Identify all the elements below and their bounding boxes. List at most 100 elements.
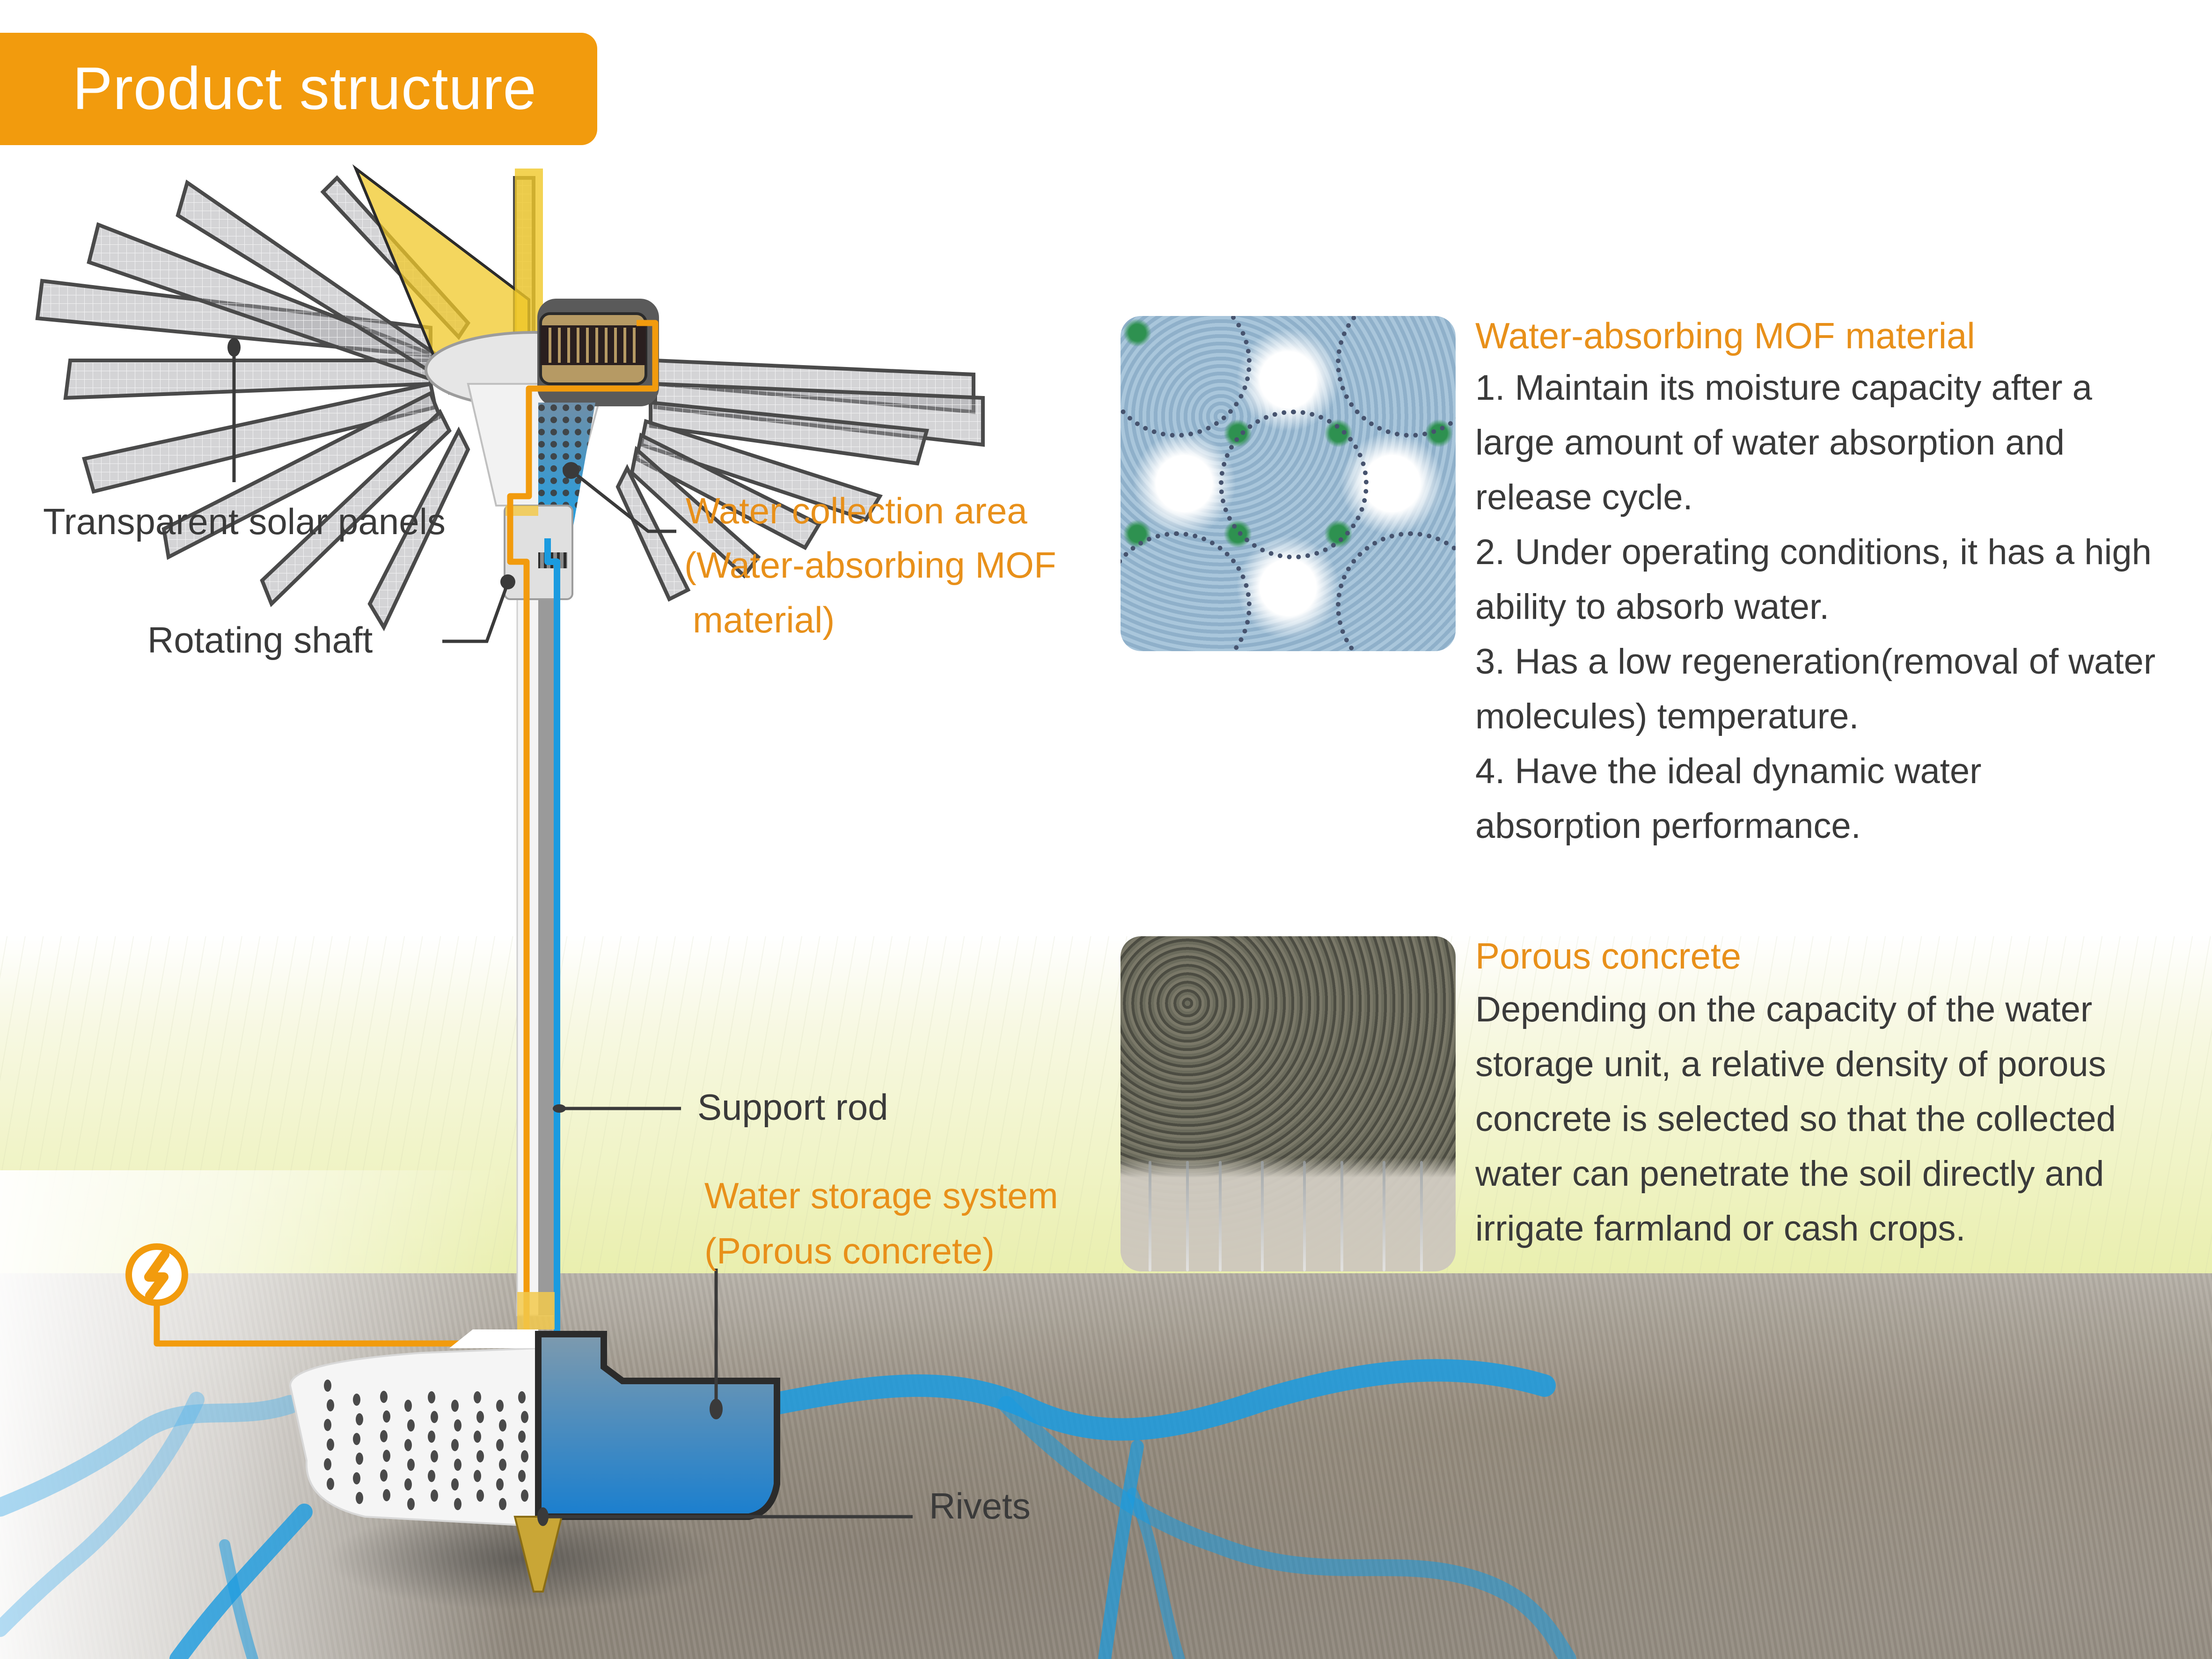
mof-line: 4. Have the ideal dynamic water [1475,751,1982,791]
perforation-hole [476,1450,484,1462]
lightning-bolt-circle-icon [125,1243,188,1306]
perforation-hole [327,1478,334,1490]
perforation-hole [451,1478,459,1490]
perforation-hole [518,1470,526,1482]
perforation-hole [496,1478,504,1490]
concrete-line: concrete is selected so that the collect… [1475,1099,2116,1139]
perforation-hole [499,1419,506,1431]
concrete-description: Depending on the capacity of the water s… [1475,982,2205,1256]
mof-ring [1336,531,1456,651]
label-rotating-shaft: Rotating shaft [147,619,373,661]
perforation-hole [474,1391,481,1403]
shaft-ground-band [517,1292,555,1329]
perforation-hole [327,1399,334,1411]
water-drip [1219,1161,1222,1271]
mof-ring [1219,410,1369,559]
water-drip [1420,1161,1423,1271]
mof-line: 1. Maintain its moisture capacity after … [1475,368,2092,408]
base-shadow [328,1507,721,1610]
water-drip [1261,1161,1264,1271]
perforation-hole [428,1431,435,1443]
water-channel [998,1396,1576,1659]
perforation-hole [454,1419,461,1431]
perforation-hole [476,1490,484,1502]
perforation-hole [404,1400,412,1412]
perforation-hole [474,1431,481,1443]
porous-concrete-image [1121,936,1456,1271]
label-water-storage-2: (Porous concrete) [704,1230,995,1271]
concrete-line: Depending on the capacity of the water [1475,990,2093,1029]
perforation-hole [404,1478,412,1490]
label-support-rod: Support rod [697,1086,888,1128]
label-water-collection-1: Water collection area [686,490,1027,531]
label-water-storage-1: Water storage system [704,1175,1058,1216]
perforation-hole [324,1380,331,1392]
perforation-hole [521,1490,528,1502]
perforation-hole [356,1413,363,1425]
water-drip [1303,1161,1306,1271]
perforation-hole [428,1470,435,1482]
solar-panel [260,409,452,608]
water-channel [1127,1488,1185,1659]
perforation-hole [404,1439,412,1451]
base-perforations [324,1380,528,1510]
perforation-hole [454,1498,461,1510]
water-channels [0,1359,1576,1659]
water-drip [1340,1161,1343,1271]
concrete-line: irrigate farmland or cash crops. [1475,1209,1966,1248]
water-channel [0,1395,300,1517]
perforation-hole [383,1410,390,1423]
mof-line: molecules) temperature. [1475,697,1859,736]
perforation-hole [327,1439,334,1451]
mof-line: 3. Has a low regeneration(removal of wat… [1475,642,2156,682]
water-storage-reservoir [535,1331,780,1520]
perforation-hole [383,1489,390,1501]
solar-panel [630,446,761,579]
water-line [544,538,560,1348]
mof-ring [1121,531,1252,651]
power-line [154,320,659,1347]
perforation-hole [356,1492,363,1504]
water-drip [1186,1161,1189,1271]
perforation-hole [407,1419,415,1431]
perforation-hole [474,1470,481,1482]
perforation-hole [521,1411,528,1423]
perforation-hole [496,1400,504,1412]
perforation-hole [380,1469,388,1482]
mof-ring [1121,316,1252,438]
perforation-hole [431,1490,438,1502]
generator-coils [541,325,646,365]
perforation-hole [383,1450,390,1462]
solar-panel [63,359,432,400]
mof-structure-image [1121,316,1456,651]
perforation-hole [353,1433,360,1445]
water-channel [0,1392,205,1637]
perforation-hole [518,1391,526,1403]
perforation-hole [496,1439,504,1451]
shaft-right [538,538,555,1315]
concrete-line: storage unit, a relative density of poro… [1475,1044,2106,1084]
concrete-line: water can penetrate the soil directly an… [1475,1154,2104,1194]
perforation-hole [431,1450,438,1462]
mof-ring [1336,316,1456,438]
leader-rotating-shaft [442,582,510,643]
water-channel [169,1504,313,1659]
water-channel [761,1359,1556,1441]
perforation-hole [324,1419,331,1431]
leader-lines [232,349,913,1519]
perforation-hole [431,1411,438,1423]
perforation-hole [380,1391,388,1403]
mof-line: large amount of water absorption and [1475,423,2065,462]
label-rivets: Rivets [929,1485,1031,1527]
water-channel [1098,1440,1144,1659]
perforation-hole [407,1459,415,1471]
leader-water-collection [570,469,676,533]
mof-line: release cycle. [1475,477,1693,517]
shaft-band-yellow [505,506,538,516]
perforation-hole [324,1458,331,1470]
mof-line: absorption performance. [1475,806,1861,846]
perforation-hole [451,1439,459,1451]
perforation-hole [521,1450,528,1462]
perforation-hole [353,1394,360,1406]
